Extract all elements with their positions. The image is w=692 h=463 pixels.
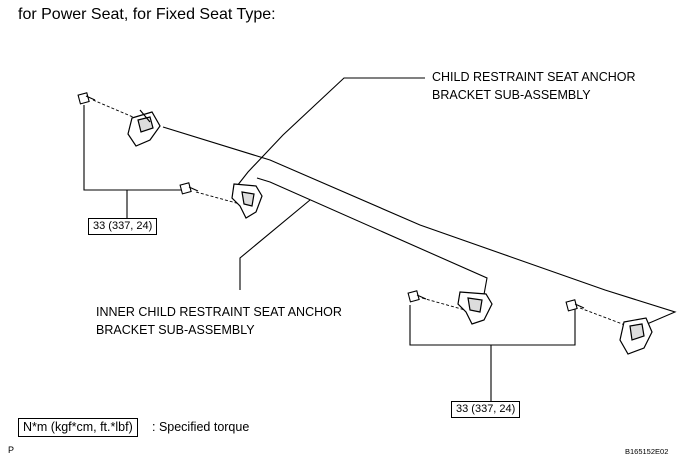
callout-inner-anchor: INNER CHILD RESTRAINT SEAT ANCHOR BRACKE… (96, 303, 342, 339)
legend-description: : Specified torque (152, 420, 250, 434)
torque-bracket-right (409, 305, 576, 346)
torque-bracket-left (83, 105, 187, 191)
inner-anchor-bracket-icon (231, 183, 263, 219)
bolt-icon (565, 299, 585, 312)
bolt-icon (77, 92, 96, 105)
anchor-bracket-icon (619, 317, 653, 355)
bolt-icon (407, 290, 427, 303)
leader-inner-anchor (239, 199, 311, 290)
leader-child-anchor (236, 77, 425, 187)
callout-line: BRACKET SUB-ASSEMBLY (432, 88, 591, 102)
page-title: for Power Seat, for Fixed Seat Type: (18, 6, 276, 23)
anchor-bracket-icon (127, 109, 161, 147)
page-marker: P (8, 445, 15, 455)
callout-line: INNER CHILD RESTRAINT SEAT ANCHOR (96, 305, 342, 319)
leader-main-diagonal (162, 126, 677, 328)
leader-inner-to-bracket (256, 177, 488, 301)
torque-value-left: 33 (337, 24) (88, 218, 158, 235)
bolt-icon (179, 182, 199, 195)
legend-unit-box: N*m (kgf*cm, ft.*lbf) (18, 418, 138, 437)
inner-anchor-bracket-icon (457, 291, 493, 325)
callout-child-anchor: CHILD RESTRAINT SEAT ANCHOR BRACKET SUB-… (432, 68, 636, 104)
figure-code: B165152E02 (625, 447, 669, 456)
callout-line: BRACKET SUB-ASSEMBLY (96, 323, 255, 337)
torque-value-right: 33 (337, 24) (451, 401, 521, 418)
callout-line: CHILD RESTRAINT SEAT ANCHOR (432, 70, 636, 84)
